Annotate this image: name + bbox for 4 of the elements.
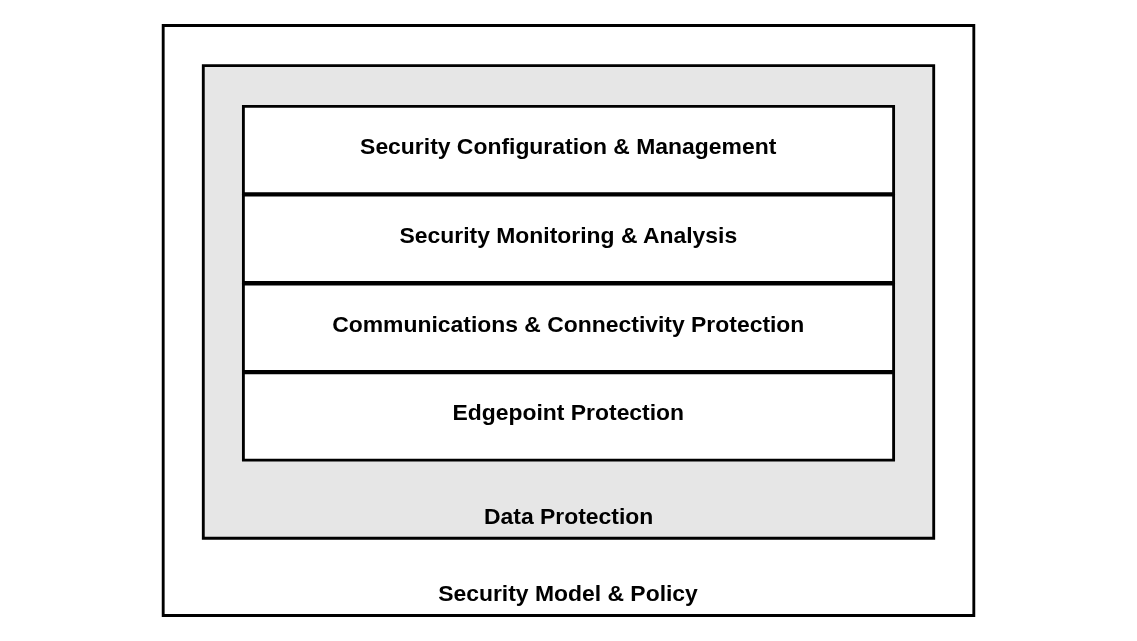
- node-box: Edgepoint Protection: [241, 371, 896, 462]
- node-box: Communications & Connectivity Protection: [241, 282, 896, 373]
- node-box: Security Monitoring & Analysis: [241, 193, 896, 284]
- node-box: Security Configuration & Management: [241, 104, 896, 196]
